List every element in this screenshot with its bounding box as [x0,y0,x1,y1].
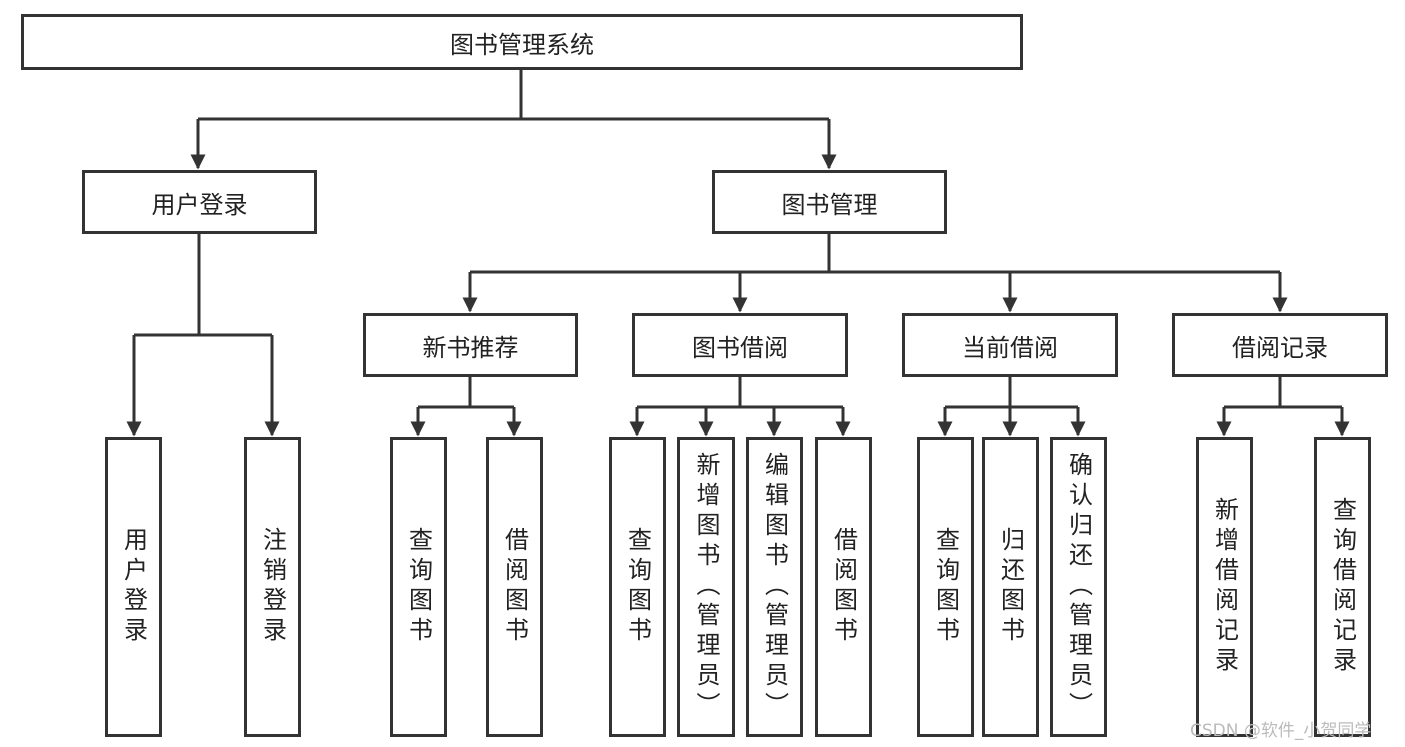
leaf-label: 编辑图书（管理员） [760,452,789,722]
leaf: 确认归还（管理员） [1050,437,1107,737]
leaf: 借阅图书 [815,437,872,737]
leaf: 编辑图书（管理员） [746,437,803,737]
root-node: 图书管理系统 [21,14,1023,70]
node-label: 当前借阅 [962,333,1058,362]
leaf: 查询图书 [390,437,447,737]
leaf: 新增图书（管理员） [677,437,735,737]
leaf-logout: 注销登录 [244,437,301,737]
leaf-label: 注销登录 [258,527,287,647]
leaf-label: 借阅图书 [500,527,529,647]
leaf: 查询图书 [609,437,666,737]
node-book-management: 图书管理 [712,170,947,234]
leaf-label: 查询图书 [404,527,433,647]
module-current-borrow: 当前借阅 [902,313,1118,377]
node-label: 图书借阅 [692,333,788,362]
node-label: 用户登录 [151,190,248,219]
leaf-label: 归还图书 [996,527,1025,647]
module-borrow: 图书借阅 [632,313,848,377]
watermark: CSDN @软件_小贺同学 [1190,721,1372,741]
leaf-label: 新增图书（管理员） [692,452,720,722]
leaf: 归还图书 [982,437,1039,737]
leaf-label: 查询图书 [623,527,652,647]
leaf-label: 查询图书 [931,527,960,647]
leaf-label: 新增借阅记录 [1210,497,1239,677]
module-borrow-records: 借阅记录 [1172,313,1388,377]
node-label: 新书推荐 [422,333,519,362]
node-label: 图书管理 [781,190,878,219]
leaf: 借阅图书 [486,437,543,737]
leaf-user-login: 用户登录 [105,437,162,737]
leaf-label: 确认归还（管理员） [1064,452,1093,722]
module-new-books: 新书推荐 [363,313,578,377]
leaf: 新增借阅记录 [1196,437,1253,737]
leaf-label: 借阅图书 [829,527,858,647]
node-user-login: 用户登录 [82,170,317,234]
leaf-label: 用户登录 [119,527,148,647]
node-label: 借阅记录 [1232,333,1328,362]
leaf: 查询借阅记录 [1314,437,1371,737]
leaf: 查询图书 [917,437,974,737]
root-label: 图书管理系统 [450,30,594,59]
leaf-label: 查询借阅记录 [1328,497,1357,677]
